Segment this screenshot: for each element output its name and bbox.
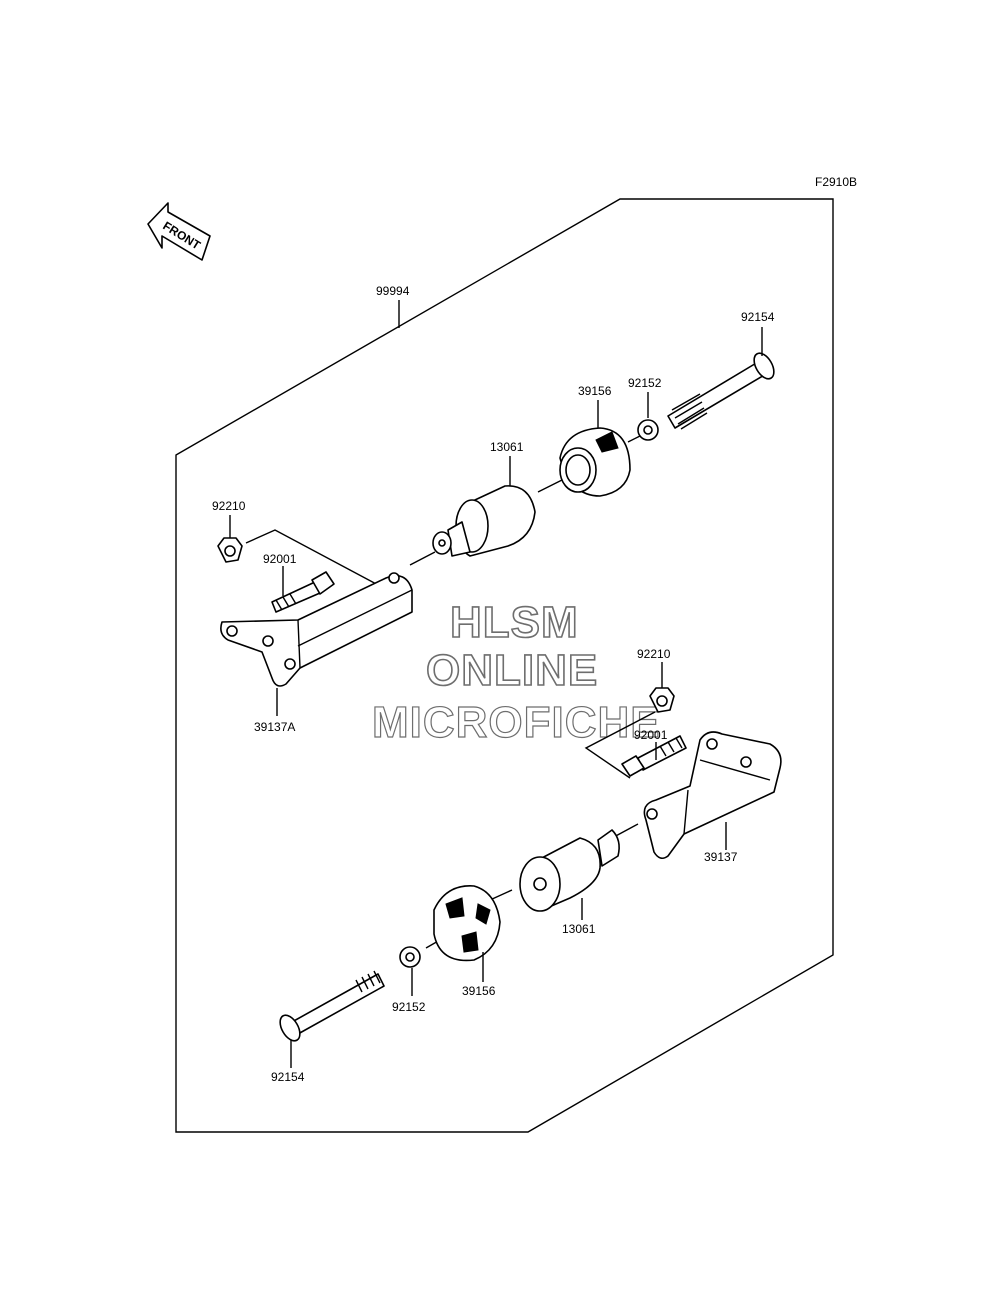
upper-nut-guide [245, 529, 381, 587]
upper-bracket [220, 572, 413, 687]
lower-axis-line-2 [489, 889, 513, 901]
upper-axis-line-2 [537, 479, 563, 493]
callout-lower-bracket-bolt: 92001 [634, 728, 668, 742]
callout-lower-collar: 13061 [562, 922, 596, 936]
upper-axis-line-3 [627, 435, 641, 443]
callout-upper-bracket: 39137A [254, 720, 295, 734]
lower-washer [399, 946, 421, 968]
figure-code: F2910B [815, 175, 857, 189]
upper-washer [637, 419, 659, 441]
callout-lower-washer: 92152 [392, 1000, 426, 1014]
upper-slider [559, 427, 631, 497]
callout-upper-nut: 92210 [212, 499, 246, 513]
callout-lower-bolt: 92154 [271, 1070, 305, 1084]
lower-slider [433, 885, 501, 962]
upper-axis-line-1 [409, 551, 436, 566]
callout-upper-bracket-bolt: 92001 [263, 552, 297, 566]
upper-nut [217, 537, 243, 563]
watermark-online: ONLINE [426, 646, 598, 695]
callout-lower-slider: 39156 [462, 984, 496, 998]
lower-nut [649, 687, 675, 713]
callout-kit: 99994 [376, 284, 410, 298]
callout-upper-collar: 13061 [490, 440, 524, 454]
callout-upper-bolt: 92154 [741, 310, 775, 324]
callout-upper-washer: 92152 [628, 376, 662, 390]
upper-collar [432, 485, 536, 557]
front-arrow-icon: FRONT [147, 202, 211, 261]
upper-bolt [667, 352, 775, 430]
callout-lower-bracket: 39137 [704, 850, 738, 864]
kit-outline [175, 198, 834, 1133]
upper-bracket-bolt [271, 571, 335, 613]
watermark-microfiche: MICROFICHE [372, 698, 661, 747]
callout-upper-slider: 39156 [578, 384, 612, 398]
callout-lower-nut: 92210 [637, 647, 671, 661]
lower-collar [519, 829, 620, 912]
lower-bolt [279, 970, 385, 1042]
lower-nut-guide [584, 711, 656, 779]
lower-bracket [643, 731, 782, 860]
lower-bracket-bolt [621, 735, 687, 777]
watermark-hlsm: HLSM [450, 598, 579, 647]
